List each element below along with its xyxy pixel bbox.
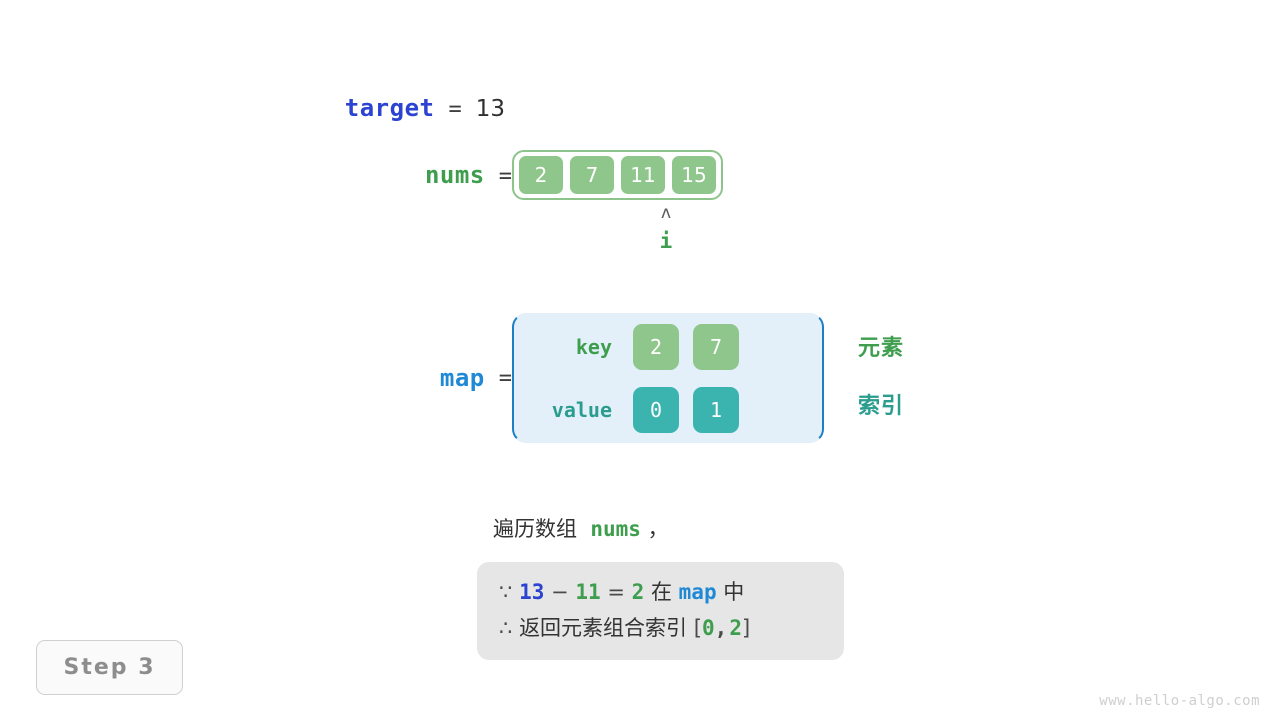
key-row-label: key (575, 334, 612, 359)
array-cell: 7 (568, 154, 616, 196)
step-badge: Step 3 (36, 640, 183, 695)
result-index-1: 0 (701, 616, 715, 640)
array-cell: 2 (517, 154, 565, 196)
array-cell: 11 (619, 154, 667, 196)
target-identifier: target (344, 94, 435, 122)
target-value: 13 (475, 96, 505, 122)
key-cell-wrap: 2 (626, 323, 686, 370)
hash-map-box: key 2 7 value 0 1 (512, 313, 824, 443)
nums-array: 2 7 11 15 (512, 150, 723, 200)
result-index-2: 2 (729, 616, 743, 640)
deduction-equals-sign: = (607, 580, 625, 604)
target-variable-row: target = 13 (0, 94, 1280, 122)
map-identifier: map (439, 364, 485, 392)
deduction-mid-text: 在 (650, 580, 672, 604)
value-cell-wrap: 1 (686, 386, 746, 433)
pointer-label: i (659, 229, 673, 253)
result-comma: , (714, 616, 728, 640)
deduction-line-1: ∵ 13 − 11 = 2 在 map 中 (499, 574, 822, 610)
value-row-label: value (551, 397, 612, 422)
explanation-lead-comma: ， (647, 517, 669, 541)
deduction-container-name: map (678, 580, 717, 604)
map-value-cell: 0 (633, 386, 679, 433)
bracket-open: [ (693, 616, 702, 640)
target-label-group: target = 13 (0, 94, 505, 122)
deduction-box: ∵ 13 − 11 = 2 在 map 中 ∴ 返回元素组合索引 [0, 2] (477, 562, 844, 660)
deduction-result: 2 (631, 580, 645, 604)
deduction-conclusion-text: 返回元素组合索引 (519, 616, 688, 640)
deduction-operand-b: 11 (575, 580, 601, 604)
bracket-close: ] (742, 616, 751, 640)
nums-variable-row: nums = 2 7 11 15 (0, 150, 1280, 200)
therefore-symbol-icon: ∴ (499, 616, 513, 640)
deduction-line-2: ∴ 返回元素组合索引 [0, 2] (499, 610, 822, 646)
watermark: www.hello-algo.com (1099, 693, 1260, 709)
deduction-tail-text: 中 (723, 580, 745, 604)
nums-label-group: nums = (0, 161, 512, 189)
annotation-index: 索引 (858, 394, 905, 419)
because-symbol-icon: ∵ (499, 580, 513, 604)
deduction-operand-a: 13 (519, 580, 545, 604)
map-variable-row: map = key 2 7 value 0 1 (0, 313, 1280, 443)
deduction-minus-sign: − (551, 580, 569, 604)
annotation-element: 元素 (858, 336, 905, 361)
array-cell: 15 (670, 154, 718, 196)
map-side-annotations: 元素 索引 (858, 330, 904, 420)
map-key-cell: 7 (693, 323, 739, 370)
explanation-line: 遍历数组 nums ， (493, 513, 669, 543)
hash-map-grid: key 2 7 value 0 1 (514, 315, 822, 441)
value-cell-wrap: 0 (626, 386, 686, 433)
explanation-lead-code: nums (590, 517, 641, 541)
map-label-group: map = (0, 364, 512, 392)
target-equals-sign: = (448, 97, 462, 122)
index-pointer: ʌ i (641, 203, 691, 254)
explanation-lead-text: 遍历数组 (493, 517, 577, 541)
key-cell-wrap: 7 (686, 323, 746, 370)
map-key-cell: 2 (633, 323, 679, 370)
pointer-caret-icon: ʌ (660, 203, 672, 223)
map-equals-sign: = (498, 365, 512, 391)
nums-identifier: nums (424, 161, 485, 189)
nums-equals-sign: = (498, 164, 512, 189)
map-value-cell: 1 (693, 386, 739, 433)
